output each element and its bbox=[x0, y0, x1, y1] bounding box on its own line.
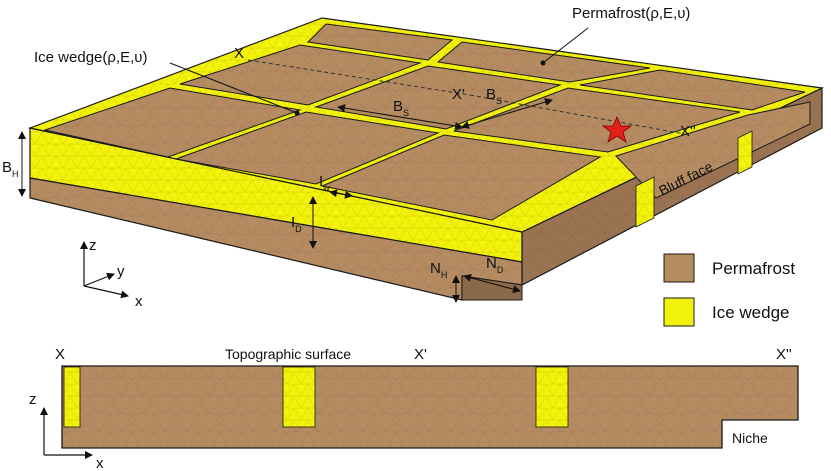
section-ice-wedge-right bbox=[535, 366, 569, 428]
section-ice-wedge-left bbox=[63, 366, 81, 428]
section-x2-label: X'' bbox=[680, 123, 696, 140]
axes-3d: z y x bbox=[80, 237, 143, 310]
ice-wedge-swatch bbox=[663, 297, 695, 327]
polygon-cell bbox=[43, 87, 302, 158]
section-x1-label: X' bbox=[452, 86, 465, 103]
polygon-cell bbox=[306, 23, 454, 61]
section-axis-z-label: z bbox=[29, 391, 37, 408]
permafrost-leader bbox=[542, 27, 589, 64]
permafrost-polygons bbox=[43, 23, 811, 221]
section-ice-wedge-middle bbox=[282, 366, 316, 428]
y-axis-arrow bbox=[83, 272, 115, 287]
axis-z-label: z bbox=[89, 237, 97, 254]
bluff-face-ice-strip bbox=[737, 130, 753, 175]
niche-label: Niche bbox=[732, 430, 768, 446]
section-body bbox=[61, 365, 799, 449]
nh-label: NH bbox=[430, 260, 447, 280]
x-axis-arrow bbox=[83, 285, 129, 299]
cross-section: X Topographic surface X' X'' Niche z x bbox=[29, 346, 799, 471]
legend: Permafrost Ice wedge bbox=[663, 253, 795, 327]
nd-label: ND bbox=[486, 255, 504, 275]
axis-x-label: x bbox=[135, 293, 143, 310]
star-icon bbox=[601, 116, 633, 143]
permafrost-swatch bbox=[663, 253, 695, 283]
permafrost-title: Permafrost(ρ,E,υ) bbox=[572, 5, 690, 22]
polygon-cell bbox=[174, 111, 440, 185]
axis-y-label: y bbox=[117, 263, 125, 280]
id-label: ID bbox=[291, 214, 302, 234]
bs-dimension-left bbox=[337, 104, 463, 130]
section-x-label: X bbox=[234, 45, 244, 62]
section-right-label: X'' bbox=[776, 346, 792, 363]
legend-permafrost-label: Permafrost bbox=[712, 259, 795, 278]
bs-label-left: BS bbox=[393, 98, 409, 118]
bluff-face-ice-strip bbox=[635, 176, 655, 228]
ice-wedge-leader bbox=[169, 62, 298, 114]
iw-dimension bbox=[329, 189, 353, 199]
section-line-x-x1 bbox=[247, 59, 471, 96]
section-mid-label: X' bbox=[414, 346, 427, 363]
bh-label: BH bbox=[2, 159, 19, 179]
nd-dimension bbox=[463, 273, 521, 294]
polygon-cell bbox=[320, 134, 602, 221]
section-left-label: X bbox=[55, 346, 65, 363]
ice-wedge-title: Ice wedge(ρ,E,υ) bbox=[34, 49, 147, 66]
section-axis-x-label: x bbox=[96, 455, 104, 471]
block-3d: Permafrost(ρ,E,υ) Ice wedge(ρ,E,υ) X X' … bbox=[2, 5, 825, 303]
bs-dimension-right bbox=[461, 98, 553, 129]
polygon-cell bbox=[179, 44, 422, 106]
polygon-cell bbox=[579, 69, 806, 111]
iw-label: Iw bbox=[319, 173, 330, 193]
legend-ice-wedge-label: Ice wedge bbox=[712, 303, 790, 322]
bs-label-right: BS bbox=[486, 86, 502, 106]
topographic-surface-label: Topographic surface bbox=[225, 346, 351, 362]
